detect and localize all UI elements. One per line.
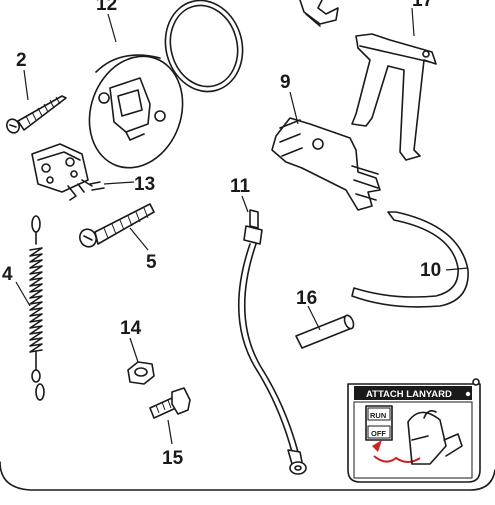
callout-13: 13 xyxy=(134,174,155,195)
callout-15: 15 xyxy=(162,448,184,469)
callout-4: 4 xyxy=(2,264,13,285)
part-13-switch xyxy=(31,143,105,201)
part-17-bracket xyxy=(351,33,437,161)
callout-16: 16 xyxy=(296,288,317,309)
part-14-nut xyxy=(127,361,155,385)
part-10-band xyxy=(351,211,469,308)
callout-12: 12 xyxy=(96,0,117,15)
part-16-pin xyxy=(295,314,355,349)
attach-lanyard-decal xyxy=(347,383,481,483)
part-15-bolt xyxy=(149,387,191,419)
part-2-screw xyxy=(6,95,67,134)
callout-5: 5 xyxy=(146,252,157,273)
part-4-spring xyxy=(29,215,45,401)
callout-17: 17 xyxy=(412,0,433,11)
o-ring xyxy=(164,0,244,93)
callout-11: 11 xyxy=(230,176,251,197)
decal-run: RUN xyxy=(370,411,386,420)
part-5-screw xyxy=(79,203,155,248)
callout-10: 10 xyxy=(420,260,441,281)
callout-9: 9 xyxy=(280,72,291,93)
part-9-clip xyxy=(271,117,381,211)
spring-clip-top xyxy=(299,0,339,27)
decal-off: OFF xyxy=(371,429,386,438)
callout-14: 14 xyxy=(120,318,142,339)
decal-title: ATTACH LANYARD xyxy=(366,389,452,400)
diagram-border xyxy=(0,461,495,491)
part-11-cord xyxy=(237,209,307,475)
decal-tab xyxy=(472,378,480,386)
part-12-plate xyxy=(88,54,184,169)
callout-2: 2 xyxy=(16,50,27,71)
